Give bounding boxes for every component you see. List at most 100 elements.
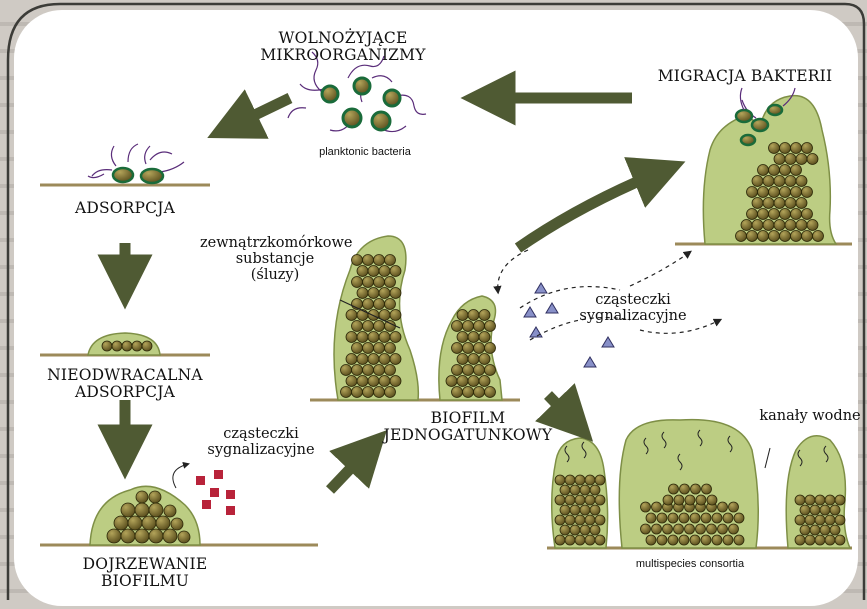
bacteria-cell-icon <box>590 485 600 495</box>
bacteria-cell-icon <box>474 365 485 376</box>
bacteria-cell-icon <box>769 231 780 242</box>
bacteria-cell-icon <box>657 513 667 523</box>
bacteria-cell-icon <box>357 266 368 277</box>
bacteria-cell-icon <box>825 535 835 545</box>
bacteria-cell-icon <box>796 176 807 187</box>
bacteria-cell-icon <box>774 220 785 231</box>
bacteria-cell-icon <box>810 505 820 515</box>
bacteria-cell-icon <box>835 495 845 505</box>
bacteria-cell-icon <box>390 288 401 299</box>
bacteria-cell-icon <box>802 143 813 154</box>
bacteria-cell-icon <box>652 524 662 534</box>
bacteria-cell-icon <box>690 535 700 545</box>
bacteria-cell-icon <box>368 332 379 343</box>
bacteria-cell-icon <box>385 299 396 310</box>
bacteria-cell-icon <box>774 176 785 187</box>
bacteria-cell-icon <box>368 288 379 299</box>
bacteria-cell-icon <box>374 387 385 398</box>
bacteria-cell-icon <box>385 277 396 288</box>
bacteria-cell-icon <box>752 176 763 187</box>
bacteria-cell-icon <box>835 515 845 525</box>
bacteria-cell-icon <box>352 387 363 398</box>
bacteria-cell-icon <box>457 310 468 321</box>
bacteria-cell-icon <box>796 198 807 209</box>
bacteria-cell-icon <box>830 505 840 515</box>
bacteria-cell-icon <box>820 505 830 515</box>
bacteria-cell-icon <box>479 376 490 387</box>
bacteria-cell-icon <box>802 209 813 220</box>
bacteria-cell-icon <box>805 535 815 545</box>
bacteria-cell-icon <box>769 209 780 220</box>
bacteria-cell-icon <box>463 321 474 332</box>
bacteria-cell-icon <box>570 505 580 515</box>
bacteria-cell-icon <box>707 495 717 505</box>
bacteria-cell-icon <box>485 365 496 376</box>
bacteria-cell-icon <box>390 376 401 387</box>
bacteria-cell-icon <box>390 332 401 343</box>
bacteria-cell-icon <box>657 535 667 545</box>
bacteria-cell-icon <box>570 525 580 535</box>
bacteria-cell-icon <box>702 484 712 494</box>
bacteria-cell-icon <box>590 505 600 515</box>
stage-irreversible: NIEODWRACALNA ADSORPCJA <box>25 367 225 402</box>
bacteria-cell-icon <box>769 187 780 198</box>
bacteria-cell-icon <box>565 475 575 485</box>
bacteria-cell-icon <box>363 321 374 332</box>
bacteria-cell-icon <box>357 288 368 299</box>
bacteria-cell-icon <box>652 502 662 512</box>
bacteria-cell-icon <box>830 525 840 535</box>
bacteria-cell-icon <box>758 231 769 242</box>
bacteria-cell-icon <box>379 288 390 299</box>
bacteria-cell-icon <box>595 495 605 505</box>
bacteria-cell-icon <box>668 513 678 523</box>
bacteria-cell-icon <box>352 365 363 376</box>
bacteria-cell-icon <box>802 231 813 242</box>
bacteria-cell-icon <box>701 513 711 523</box>
bacteria-cell-icon <box>674 495 684 505</box>
bacteria-cell-icon <box>815 515 825 525</box>
bacteria-cell-icon <box>820 525 830 535</box>
bacteria-cell-icon <box>560 525 570 535</box>
bacteria-cell-icon <box>468 354 479 365</box>
bacteria-cell-icon <box>479 354 490 365</box>
bacteria-cell-icon <box>580 485 590 495</box>
bacteria-cell-icon <box>646 513 656 523</box>
bacteria-cell-icon <box>346 376 357 387</box>
bacteria-cell-icon <box>802 187 813 198</box>
bacteria-cell-icon <box>813 231 824 242</box>
bacteria-cell-icon <box>570 485 580 495</box>
eps-label: zewnątrzkomórkowe substancje (śluzy) <box>200 235 350 284</box>
planktonic-label: planktonic bacteria <box>310 146 420 158</box>
bacteria-cell-icon <box>701 535 711 545</box>
bacteria-cell-icon <box>341 387 352 398</box>
stage-maturation: DOJRZEWANIE BIOFILMU <box>60 556 230 591</box>
bacteria-cell-icon <box>363 299 374 310</box>
bacteria-cell-icon <box>379 332 390 343</box>
bacteria-cell-icon <box>741 220 752 231</box>
bacteria-cell-icon <box>575 515 585 525</box>
bacteria-cell-icon <box>807 220 818 231</box>
bacteria-cell-icon <box>560 505 570 515</box>
bacteria-cell-icon <box>352 343 363 354</box>
bacteria-cell-icon <box>385 387 396 398</box>
bacteria-cell-icon <box>575 475 585 485</box>
bacteria-cell-icon <box>352 277 363 288</box>
bacteria-cell-icon <box>696 524 706 534</box>
bacteria-cell-icon <box>368 354 379 365</box>
bacteria-cell-icon <box>463 387 474 398</box>
bacteria-cell-icon <box>763 198 774 209</box>
bacteria-cell-icon <box>485 343 496 354</box>
bacteria-cell-icon <box>641 524 651 534</box>
bacteria-cell-icon <box>807 154 818 165</box>
bacteria-cell-icon <box>346 310 357 321</box>
bacteria-cell-icon <box>457 376 468 387</box>
bacteria-cell-icon <box>729 502 739 512</box>
bacteria-cell-icon <box>758 209 769 220</box>
bacteria-cell-icon <box>385 343 396 354</box>
bacteria-cell-icon <box>452 321 463 332</box>
bacteria-cell-icon <box>763 176 774 187</box>
bacteria-cell-icon <box>585 495 595 505</box>
bacteria-cell-icon <box>763 220 774 231</box>
bacteria-cell-icon <box>595 475 605 485</box>
